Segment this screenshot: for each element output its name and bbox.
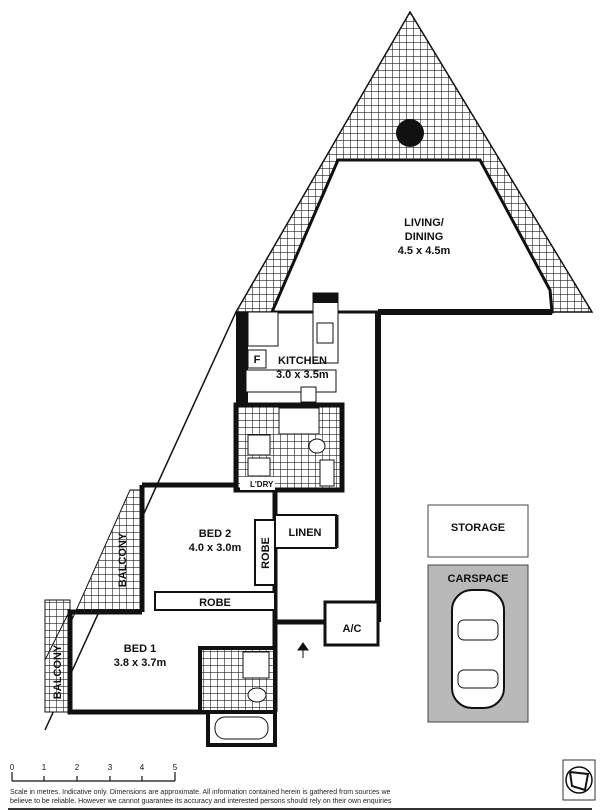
robe-label: ROBE xyxy=(199,597,231,609)
kitchen-size: 3.0 x 3.5m xyxy=(276,369,329,381)
footer-rule xyxy=(8,808,592,810)
storage-area xyxy=(427,504,529,558)
fridge-label: F xyxy=(254,354,261,366)
robe-label-vertical: ROBE xyxy=(260,537,272,569)
svg-text:0: 0 xyxy=(10,763,15,772)
car-icon xyxy=(451,589,505,709)
linen-label: LINEN xyxy=(289,527,322,539)
balcony-label-upper: BALCONY xyxy=(117,532,129,587)
living-size: 4.5 x 4.5m xyxy=(398,245,451,257)
disclaimer-line-1: Scale in metres. Indicative only. Dimens… xyxy=(10,789,391,796)
bed2-label: BED 2 xyxy=(199,528,231,540)
svg-text:4: 4 xyxy=(140,763,145,772)
kitchen-label: KITCHEN xyxy=(278,355,327,367)
bathroom-laundry xyxy=(233,402,345,493)
ensuite xyxy=(198,646,277,747)
north-compass-icon xyxy=(562,759,596,801)
ac-label: A/C xyxy=(343,623,362,635)
living-label-2: DINING xyxy=(405,231,444,243)
bed2-size: 4.0 x 3.0m xyxy=(189,542,242,554)
living-label: LIVING/ xyxy=(404,217,444,229)
entry-arrow-icon xyxy=(297,642,309,658)
disclaimer: Scale in metres. Indicative only. Dimens… xyxy=(10,788,430,806)
svg-text:2: 2 xyxy=(75,763,80,772)
scale-bar: 0 1 2 3 4 5 xyxy=(10,763,178,782)
wall xyxy=(375,309,552,622)
linen-cupboard xyxy=(274,514,337,549)
disclaimer-line-2: believe to be reliable. However we canno… xyxy=(10,798,392,805)
balcony-label-lower: BALCONY xyxy=(52,644,64,699)
hall-robe xyxy=(154,591,276,611)
kitchen xyxy=(236,292,339,412)
svg-text:3: 3 xyxy=(108,763,113,772)
bed2-robe xyxy=(254,519,276,586)
svg-text:1: 1 xyxy=(42,763,47,772)
laundry-label: L'DRY xyxy=(250,480,274,489)
ac-cupboard xyxy=(323,600,380,647)
bed1-label: BED 1 xyxy=(124,643,156,655)
svg-text:5: 5 xyxy=(173,763,178,772)
storage-label: STORAGE xyxy=(451,522,505,534)
carspace-label: CARSPACE xyxy=(448,573,509,585)
column xyxy=(396,119,424,147)
bed1-size: 3.8 x 3.7m xyxy=(114,657,167,669)
